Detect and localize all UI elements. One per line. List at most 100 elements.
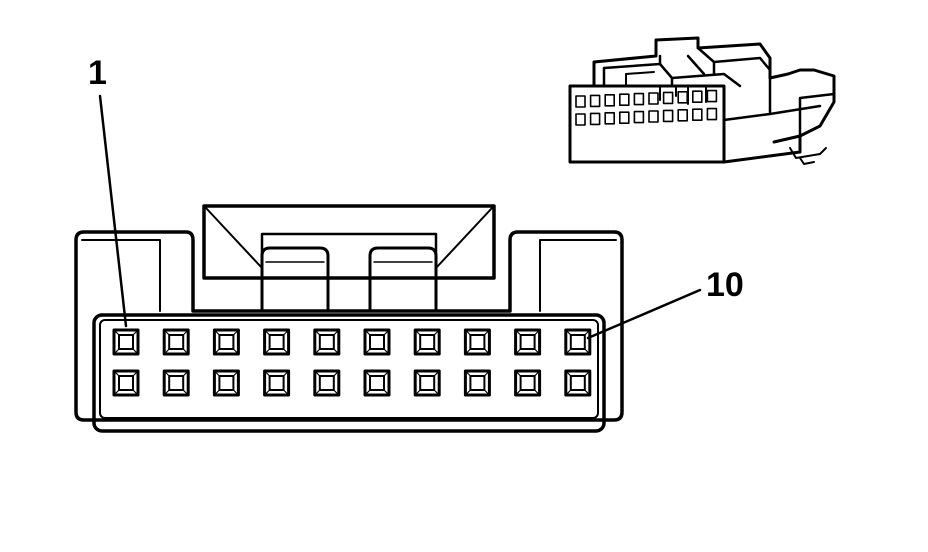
pin-cavity-bevel: [314, 329, 340, 355]
iso-pin-cavity: [662, 91, 674, 105]
pin-cavity-inner: [118, 334, 134, 350]
pin-cavity-bevel: [264, 370, 290, 396]
iso-right-side: [722, 134, 802, 164]
pin-cavity-inner: [218, 334, 235, 350]
callout-label-pin-last: 10: [706, 266, 744, 304]
pin-cavity-bevel: [464, 370, 490, 396]
iso-pin-cavity: [706, 107, 718, 121]
leader-line-pin-first: [98, 94, 128, 328]
iso-latch-slots: [625, 71, 707, 105]
pin-cavity-bevel: [364, 329, 390, 355]
pin-cavity-inner: [268, 334, 285, 350]
pin-cavity-outer: [413, 328, 441, 356]
pin-cavity-bevel: [515, 370, 541, 396]
pin-cavity-outer: [212, 369, 240, 397]
pin-cavity-outer: [463, 369, 491, 397]
pin-cavity-outer: [363, 369, 391, 397]
pin-cavity: [263, 328, 291, 356]
pin-cavity-outer: [514, 328, 542, 356]
iso-latch-rib-1: [602, 62, 674, 88]
callout-label-pin-first: 1: [88, 54, 107, 92]
pin-cavity-bevel: [565, 370, 591, 396]
pin-cavity-outer: [363, 328, 391, 356]
callout-pin-last: 10: [586, 266, 744, 340]
pin-cavity-outer: [263, 369, 291, 397]
pin-cavity: [212, 328, 240, 356]
pin-cavity: [162, 369, 190, 397]
latch-inner-frame: [260, 232, 438, 280]
pin-cavity: [413, 328, 441, 356]
pin-cavity-bevel: [515, 329, 541, 355]
iso-pin-cavity: [575, 95, 586, 108]
pin-cavity-inner: [318, 375, 335, 391]
pin-cavity-bevel: [264, 329, 290, 355]
iso-pin-cavity: [706, 89, 718, 103]
pin-cavity-bevel: [113, 370, 139, 396]
iso-pin-cavity: [648, 110, 659, 123]
pin-cavity-bevel: [163, 329, 189, 355]
iso-pin-cavity: [618, 111, 630, 124]
pin-cavity: [564, 328, 592, 356]
pin-cavity-inner: [268, 375, 285, 391]
pin-cavity-inner: [519, 334, 536, 350]
iso-pin-cavity: [648, 92, 659, 105]
pin-cavity: [212, 369, 240, 397]
locking-latch: [202, 204, 496, 280]
pin-cavity: [363, 369, 391, 397]
pin-cavity-inner: [519, 375, 536, 391]
iso-pin-grid: [575, 89, 718, 126]
pin-cavity-inner: [569, 334, 586, 350]
pin-face-panel: [92, 313, 606, 433]
leader-line-pin-last: [586, 288, 702, 340]
pin-cavity-bevel: [213, 329, 239, 355]
pin-cavity-inner: [369, 375, 385, 391]
pin-cavity: [564, 369, 592, 397]
connector-isometric-view: [568, 36, 836, 165]
connector-face-view: [74, 204, 624, 433]
connector-housing-outline: [74, 230, 624, 422]
iso-pin-cavity: [589, 94, 601, 108]
pin-cavity-outer: [162, 369, 190, 397]
iso-pin-cavity: [604, 112, 616, 125]
latch-right-diagonal: [435, 207, 493, 269]
pin-cavity-bevel: [414, 329, 440, 355]
iso-pin-cavity: [633, 92, 645, 106]
pin-cavity-outer: [463, 328, 491, 356]
iso-pin-cavity: [618, 93, 630, 107]
iso-pin-cavity: [575, 113, 586, 126]
housing-left-tab-inner: [81, 239, 161, 312]
latch-left-diagonal: [205, 207, 263, 269]
iso-pin-cavity: [604, 93, 616, 107]
iso-latch-rib-3: [696, 46, 772, 76]
pin-cavity: [313, 328, 341, 356]
iso-pin-cavity: [677, 109, 688, 122]
pin-cavity-bevel: [565, 329, 591, 355]
pin-cavity: [514, 369, 542, 397]
callout-pin-first: 1: [88, 54, 128, 328]
pin-cavity: [112, 328, 140, 356]
pin-cavity: [263, 369, 291, 397]
pin-cavity-outer: [313, 369, 341, 397]
pin-cavity: [413, 369, 441, 397]
iso-pin-cavity: [692, 90, 703, 104]
pin-cavity-bevel: [364, 370, 390, 396]
pin-cavity-outer: [162, 328, 190, 356]
pin-cavity-inner: [419, 375, 436, 391]
pin-cavity: [463, 369, 491, 397]
pin-cavity-inner: [419, 334, 436, 350]
pin-cavity-outer: [313, 328, 341, 356]
pin-cavity-outer: [564, 369, 592, 397]
iso-bottom-clip: [789, 147, 827, 165]
pin-cavity-inner: [469, 334, 486, 350]
pin-cavity: [162, 328, 190, 356]
pin-cavity-bevel: [314, 370, 340, 396]
pin-cavity: [112, 369, 140, 397]
pin-cavity: [514, 328, 542, 356]
pin-face-panel-inner: [99, 319, 599, 419]
pin-cavity-inner: [318, 334, 335, 350]
latch-slot-right: [368, 246, 438, 313]
pin-cavity-outer: [413, 369, 441, 397]
pin-cavity-outer: [112, 369, 140, 397]
pin-cavity-bevel: [464, 329, 490, 355]
